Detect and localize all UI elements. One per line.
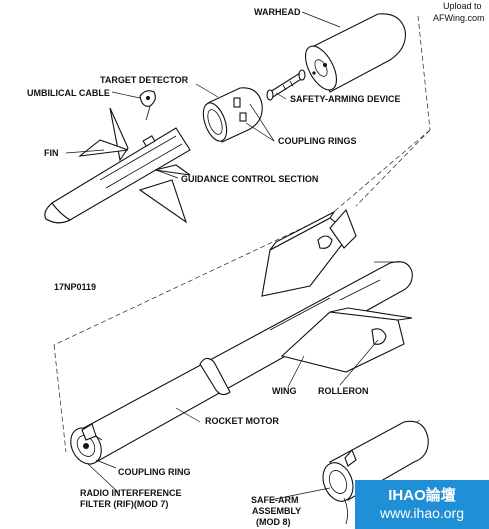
label-umbilical-cable: UMBILICAL CABLE (27, 88, 110, 98)
label-warhead: WARHEAD (254, 7, 301, 17)
label-fin: FIN (44, 148, 59, 158)
umbilical-cable-part (139, 90, 156, 121)
label-rif-line2: FILTER (RIF)(MOD 7) (80, 499, 168, 509)
label-safe-arm-line2: ASSEMBLY (252, 506, 301, 516)
tail-coupling-ring-part (81, 423, 97, 441)
label-rocket-motor: ROCKET MOTOR (205, 416, 279, 426)
label-rif-line1: RADIO INTERFERENCE (80, 488, 182, 498)
label-wing: WING (272, 386, 297, 396)
rocket-motor-wings (261, 208, 413, 373)
label-guidance-control-section: GUIDANCE CONTROL SECTION (181, 174, 318, 184)
watermark-line2: AFWing.com (433, 13, 485, 23)
label-target-detector: TARGET DETECTOR (100, 75, 189, 85)
safe-arm-assembly-part (322, 420, 429, 525)
safety-arming-device-part (266, 69, 306, 101)
logo-title: IHAO論壇 (388, 487, 456, 504)
ihao-logo-badge: IHAO論壇 www.ihao.org (355, 480, 489, 529)
watermark-line1: Upload to (443, 1, 482, 11)
watermark: Upload to AFWing.com (433, 1, 485, 23)
label-coupling-ring: COUPLING RING (118, 467, 191, 477)
label-rolleron: ROLLERON (318, 386, 369, 396)
label-safe-arm-line1: SAFE-ARM (251, 495, 299, 505)
label-figure-id: 17NP0119 (54, 282, 96, 292)
target-detector-part (202, 87, 263, 143)
guidance-control-section-part (44, 107, 191, 224)
logo-url: www.ihao.org (379, 505, 465, 521)
label-safety-arming-device: SAFETY-ARMING DEVICE (290, 94, 401, 104)
leader-lines (65, 11, 379, 501)
label-safe-arm-line3: (MOD 8) (256, 517, 291, 527)
label-coupling-rings: COUPLING RINGS (278, 136, 357, 146)
warhead-part (304, 13, 406, 93)
